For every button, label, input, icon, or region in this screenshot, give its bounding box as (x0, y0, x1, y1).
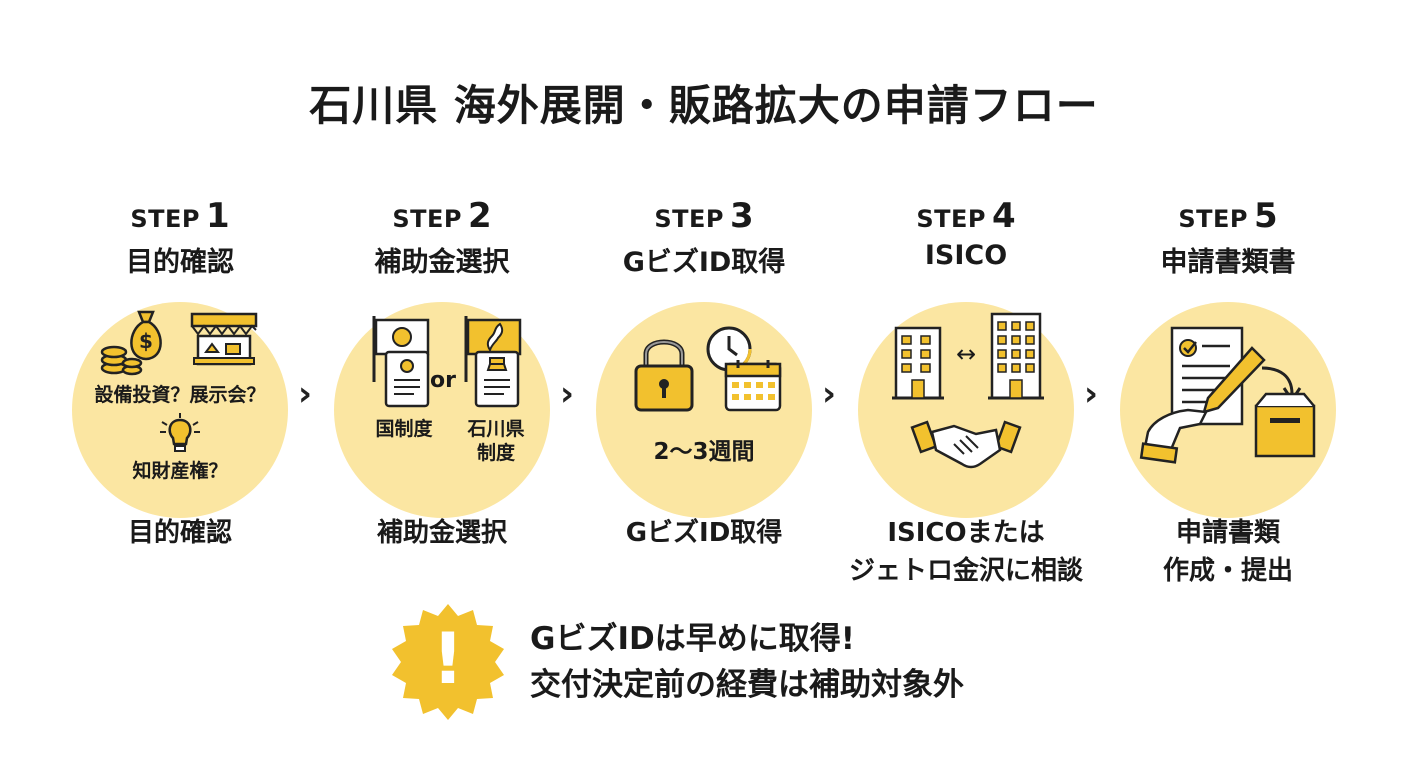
arrow-icon: ↔ (955, 340, 977, 368)
step-caption: 補助金選択 (312, 514, 572, 552)
exhibition-booth-icon (190, 312, 258, 366)
japan-flag-icon (372, 316, 430, 382)
step-word: STEP (392, 205, 462, 233)
caption-line: 補助金選択 (376, 518, 507, 548)
step-illustration: $ 設備投資？展示会？ 知財産権？ (72, 302, 288, 518)
caption-line: ジェトロ金沢に相談 (848, 556, 1083, 586)
badge-shape (392, 604, 504, 720)
caption-line: 目的確認 (127, 518, 232, 548)
step-name: GビズID取得 (622, 247, 786, 278)
exclamation-badge-icon: ! (386, 600, 510, 724)
step-name: 補助金選択 (374, 247, 510, 278)
step-caption: 申請書類 作成・提出 (1098, 514, 1358, 590)
money-bag-icon: $ (130, 310, 162, 361)
icon-text-prefecture: 石川県 (467, 418, 525, 440)
step-word: STEP (130, 205, 200, 233)
step-number: 1 (205, 196, 230, 236)
coins-icon (100, 345, 143, 376)
step-number: 4 (991, 196, 1016, 236)
chevron-right-icon: › (560, 374, 575, 414)
document-icon (474, 350, 520, 408)
chevron-right-icon: › (1084, 374, 1099, 414)
step-illustration: 2〜3週間 (596, 302, 812, 518)
warning-line: GビズIDは早めに取得! (530, 621, 855, 657)
step-name: 申請書類書 (1160, 247, 1296, 278)
step-name: 目的確認 (126, 247, 234, 278)
icon-text-duration: 2〜3週間 (653, 439, 755, 465)
caption-line: GビズID取得 (625, 518, 783, 548)
step-number: 3 (729, 196, 754, 236)
icon-text-or: or (430, 368, 456, 393)
caption-line: ISICOまたは (887, 518, 1045, 548)
submission-box-icon (1254, 366, 1316, 458)
page-title: 石川県 海外展開・販路拡大の申請フロー (309, 81, 1099, 130)
step-word: STEP (916, 205, 986, 233)
icon-text-investment: 設備投資？展示会？ (94, 384, 266, 406)
warning-text: GビズIDは早めに取得! 交付決定前の経費は補助対象外 (530, 616, 964, 708)
calendar-icon (724, 360, 782, 412)
step-word: STEP (654, 205, 724, 233)
chevron-right-icon: › (298, 374, 313, 414)
step-caption: GビズID取得 (574, 514, 834, 552)
lightbulb-icon (160, 413, 200, 452)
padlock-icon (634, 339, 694, 412)
step-word: STEP (1178, 205, 1248, 233)
step-illustration: ↔ (858, 302, 1074, 518)
exclamation-mark: ! (432, 618, 464, 700)
icon-text-system: 制度 (476, 442, 515, 464)
svg-text:$: $ (139, 329, 153, 353)
step-illustration: or 国制度 石川県 制度 (334, 302, 550, 518)
warning-line: 交付決定前の経費は補助対象外 (530, 667, 964, 703)
chevron-right-icon: › (822, 374, 837, 414)
step-number: 2 (467, 196, 492, 236)
step-caption: 目的確認 (50, 514, 310, 552)
icon-text-national: 国制度 (375, 418, 433, 440)
pen-icon (1139, 346, 1266, 464)
caption-line: 申請書類 (1175, 518, 1280, 548)
document-icon (384, 350, 430, 408)
caption-line: 作成・提出 (1162, 556, 1293, 586)
step-number: 5 (1253, 196, 1278, 236)
handshake-icon (910, 420, 1022, 469)
step-caption: ISICOまたは ジェトロ金沢に相談 (836, 514, 1096, 590)
building-icon (892, 326, 944, 400)
step-name: ISICO (924, 240, 1008, 271)
icon-text-ip: 知財産権？ (132, 460, 228, 482)
ishikawa-flag-icon (464, 316, 522, 382)
step-illustration (1120, 302, 1336, 518)
building-icon (988, 312, 1044, 400)
